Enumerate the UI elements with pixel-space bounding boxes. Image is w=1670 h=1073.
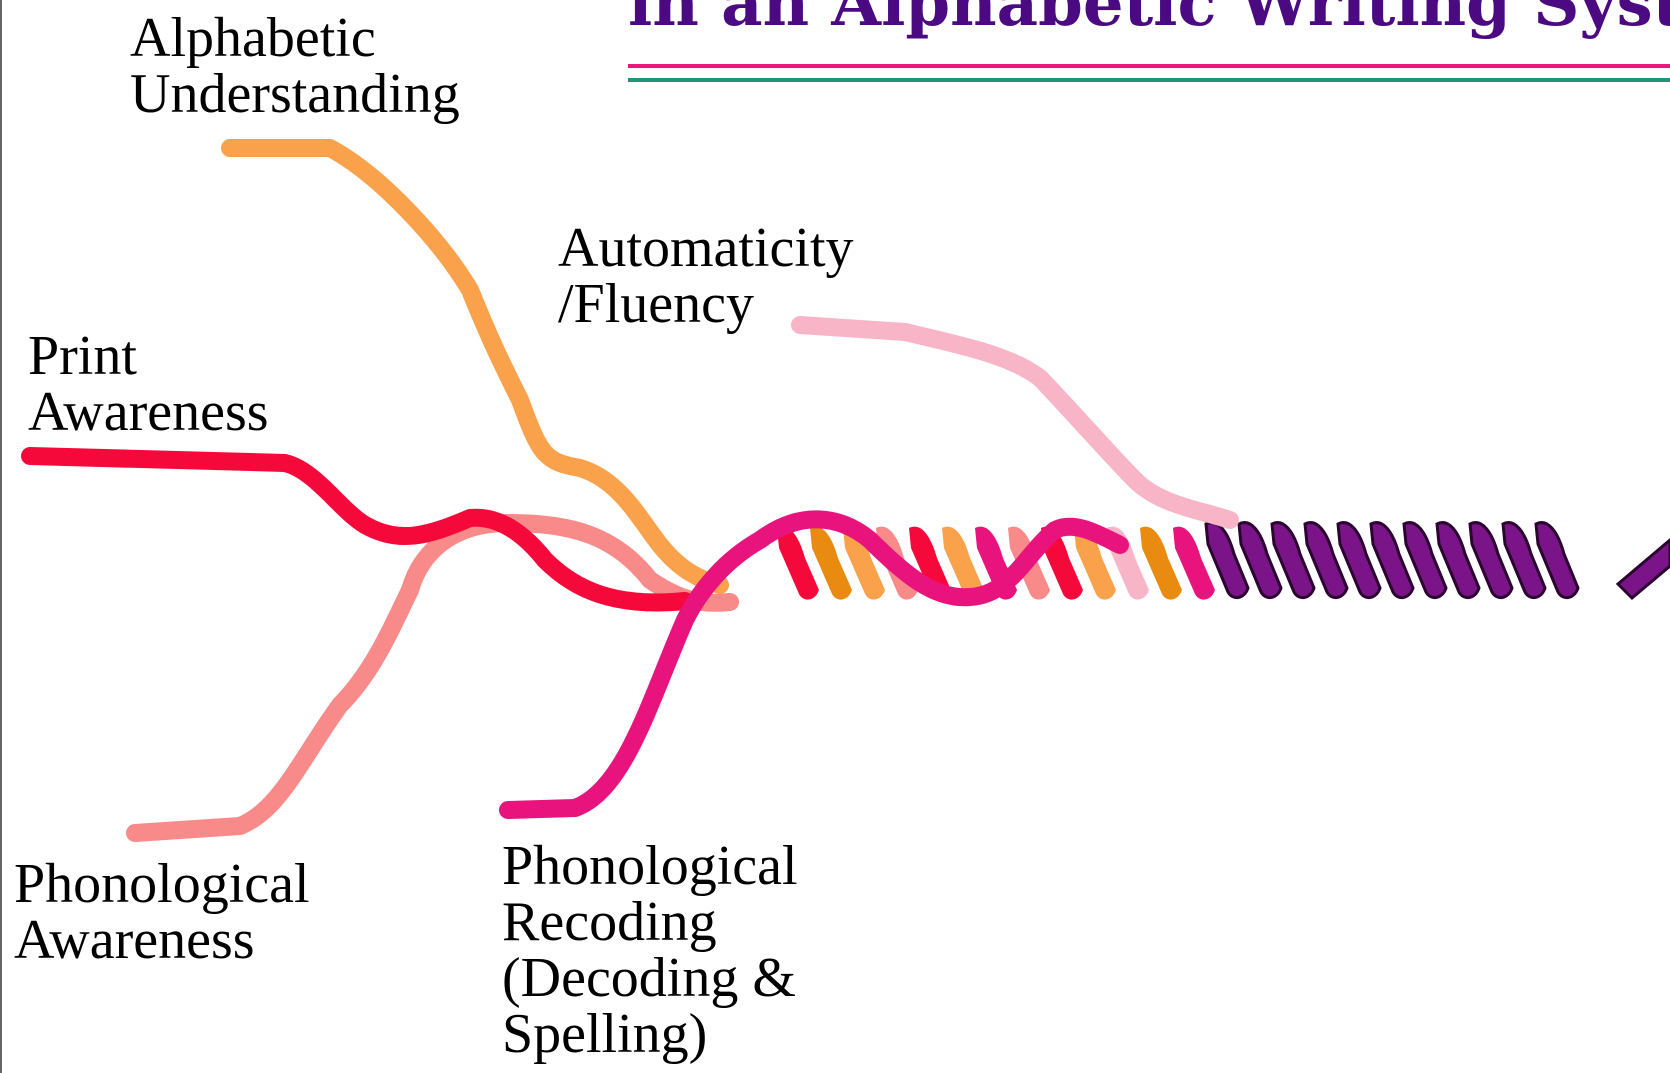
rope-tail: [1615, 538, 1670, 601]
rope-twist: [1501, 521, 1547, 599]
strand-automaticity-fluency: [791, 316, 1239, 529]
rope-twist: [1435, 521, 1481, 599]
rope-strand-twist: [810, 526, 852, 600]
strand-alphabetic-understanding: [221, 139, 729, 594]
rope-strand-twist: [942, 526, 984, 600]
rope-strand-twist: [909, 526, 951, 600]
title-underline-bottom: [628, 78, 1670, 82]
rope-twist: [1534, 521, 1580, 599]
rope-strand-twist: [777, 526, 819, 600]
strand-phonological-awareness: [126, 513, 739, 842]
rope-twist: [1303, 521, 1349, 599]
rope-strand-twist: [843, 526, 885, 600]
slide-title: in an Alphabetic Writing System: [628, 0, 1670, 41]
rope-twist: [1270, 521, 1316, 599]
rope-twist: [1402, 521, 1448, 599]
rope-strand-twist: [1140, 526, 1182, 600]
rope-twist: [1336, 521, 1382, 599]
label-phonological-awareness: Phonological Awareness: [14, 853, 310, 971]
label-print-awareness: Print Awareness: [28, 325, 269, 443]
strand-print-awareness: [21, 447, 694, 612]
slide-left-border: [0, 0, 2, 1073]
label-alphabetic-understanding: Alphabetic Understanding: [130, 7, 460, 125]
label-phonological-recoding: Phonological Recoding (Decoding & Spelli…: [502, 835, 798, 1065]
rope-twist: [1468, 521, 1514, 599]
rope-strand-twist: [1173, 526, 1215, 600]
rope-twist: [1369, 521, 1415, 599]
rope-twists: [777, 521, 1670, 601]
strand-phonological-recoding: [499, 510, 1129, 819]
title-underline-top: [628, 64, 1670, 68]
rope-twist: [1237, 521, 1283, 599]
label-automaticity-fluency: Automaticity /Fluency: [558, 217, 854, 335]
rope-strand-twist: [1074, 526, 1116, 600]
